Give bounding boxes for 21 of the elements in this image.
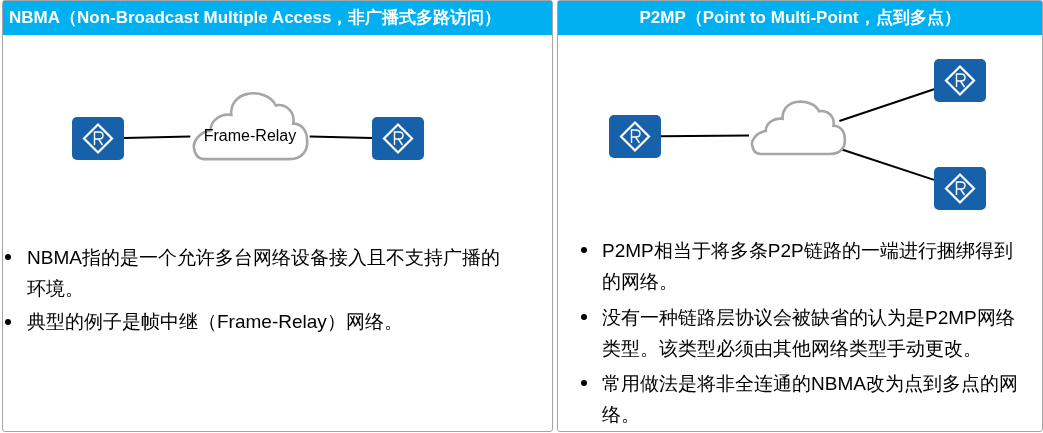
bullet-text: 常用做法是将非全连通的NBMA改为点到多点的网络。 xyxy=(602,372,1019,427)
network-cloud xyxy=(189,90,311,163)
connection-line xyxy=(123,135,192,139)
router-icon xyxy=(372,117,424,160)
bullet-text: NBMA指的是一个允许多台网络设备接入且不支持广播的环境。 xyxy=(27,246,501,301)
router-icon xyxy=(609,115,661,158)
bullet-text: 没有一种链路层协议会被缺省的认为是P2MP网络类型。该类型必须由其他网络类型手动更改。 xyxy=(602,306,1016,361)
bullet-text: P2MP相当于将多条P2P链路的一端进行捆绑得到的网络。 xyxy=(602,239,1014,294)
panel-heading: NBMA（Non-Broadcast Multiple Access，非广播式多路访问） xyxy=(3,1,552,35)
router-icon xyxy=(934,59,986,102)
panel-heading: P2MP（Point to Multi-Point，点到多点） xyxy=(558,1,1042,35)
bullet-text: 典型的例子是帧中继（Frame-Relay）网络。 xyxy=(27,310,404,334)
content-panel xyxy=(557,0,1043,432)
connection-line xyxy=(838,88,935,122)
network-cloud xyxy=(748,99,848,157)
router-icon xyxy=(72,117,124,160)
connection-line xyxy=(660,134,750,138)
content-panel xyxy=(2,0,553,432)
cloud-label: Frame-Relay xyxy=(203,126,297,146)
router-icon xyxy=(934,167,986,210)
connection-line xyxy=(308,135,373,139)
